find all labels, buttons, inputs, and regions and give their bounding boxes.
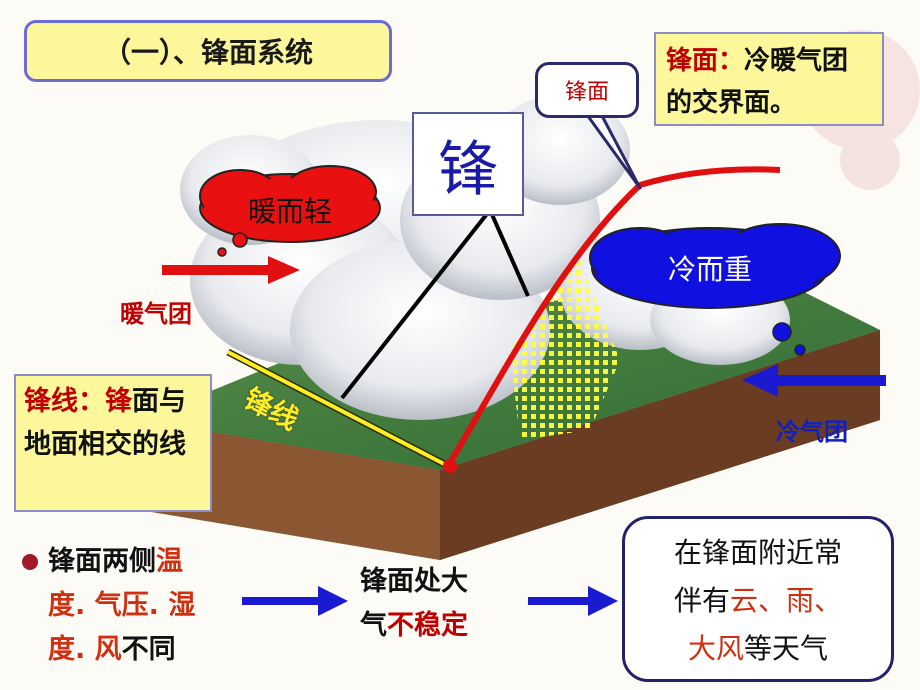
weather-sep1: 、 bbox=[757, 584, 786, 617]
weather-box: 在锋面附近常 伴有云、雨、 大风等天气 bbox=[622, 516, 894, 682]
bullet-line2-red: 度. 气压. 湿 bbox=[48, 590, 196, 621]
warm-cloud-label: 暖而轻 bbox=[247, 195, 332, 228]
cold-cloud-label: 冷而重 bbox=[667, 253, 752, 286]
front-definition-box: 锋面：冷暖气团的交界面。 bbox=[654, 32, 884, 126]
instability-line2-black: 气 bbox=[360, 610, 387, 641]
bullet-line3-red: 度. 风 bbox=[48, 634, 122, 665]
bullet-line3-black: 不同 bbox=[121, 634, 176, 665]
front-line-definition-box: 锋线：锋面与地面相交的线 bbox=[14, 374, 212, 512]
slide-title: （一）、锋面系统 bbox=[24, 20, 392, 82]
bullet-dot-icon bbox=[22, 554, 38, 570]
process-arrow-icon bbox=[242, 586, 618, 616]
instability-line2-red: 不稳定 bbox=[387, 610, 468, 641]
front-callout-label: 锋面 bbox=[535, 62, 639, 118]
front-line-highlight bbox=[227, 350, 449, 468]
front-surface-curve bbox=[445, 166, 781, 468]
front-definition-term: 锋面： bbox=[666, 46, 745, 76]
weather-cloud: 云 bbox=[729, 584, 758, 617]
front-line-definition-term: 锋线：锋 bbox=[24, 386, 132, 417]
cold-label-bubble bbox=[589, 223, 841, 356]
front-origin-dot bbox=[443, 459, 457, 473]
front-big-character: 锋 bbox=[412, 112, 524, 216]
cold-mass-label: 冷气团 bbox=[776, 418, 848, 446]
rain-area bbox=[510, 260, 620, 440]
instability-text: 锋面处大 气不稳定 bbox=[360, 560, 530, 648]
front-line-definition-text: 面与地面相交的线 bbox=[24, 386, 186, 460]
weather-line1: 在锋面附近常 bbox=[673, 536, 842, 569]
weather-suffix: 等天气 bbox=[744, 632, 829, 665]
front-definition-text: 冷暖气团的交界面。 bbox=[666, 46, 849, 118]
weather-wind: 大风 bbox=[687, 632, 744, 665]
weather-sep2: 、 bbox=[814, 584, 843, 617]
weather-rain: 雨 bbox=[786, 584, 815, 617]
warm-arrow-icon bbox=[162, 256, 300, 284]
warm-mass-label: 暖气团 bbox=[120, 300, 192, 328]
weather-prefix: 伴有 bbox=[673, 584, 730, 617]
bullet-text: 锋面两侧温 度. 气压. 湿 度. 风不同 bbox=[48, 540, 258, 672]
bullet-line1-red: 温 bbox=[156, 546, 183, 577]
cold-arrow-icon bbox=[742, 364, 886, 397]
warm-label-bubble bbox=[199, 165, 381, 257]
bullet-line1-black: 锋面两侧 bbox=[48, 546, 156, 577]
instability-line1: 锋面处大 bbox=[360, 566, 468, 597]
